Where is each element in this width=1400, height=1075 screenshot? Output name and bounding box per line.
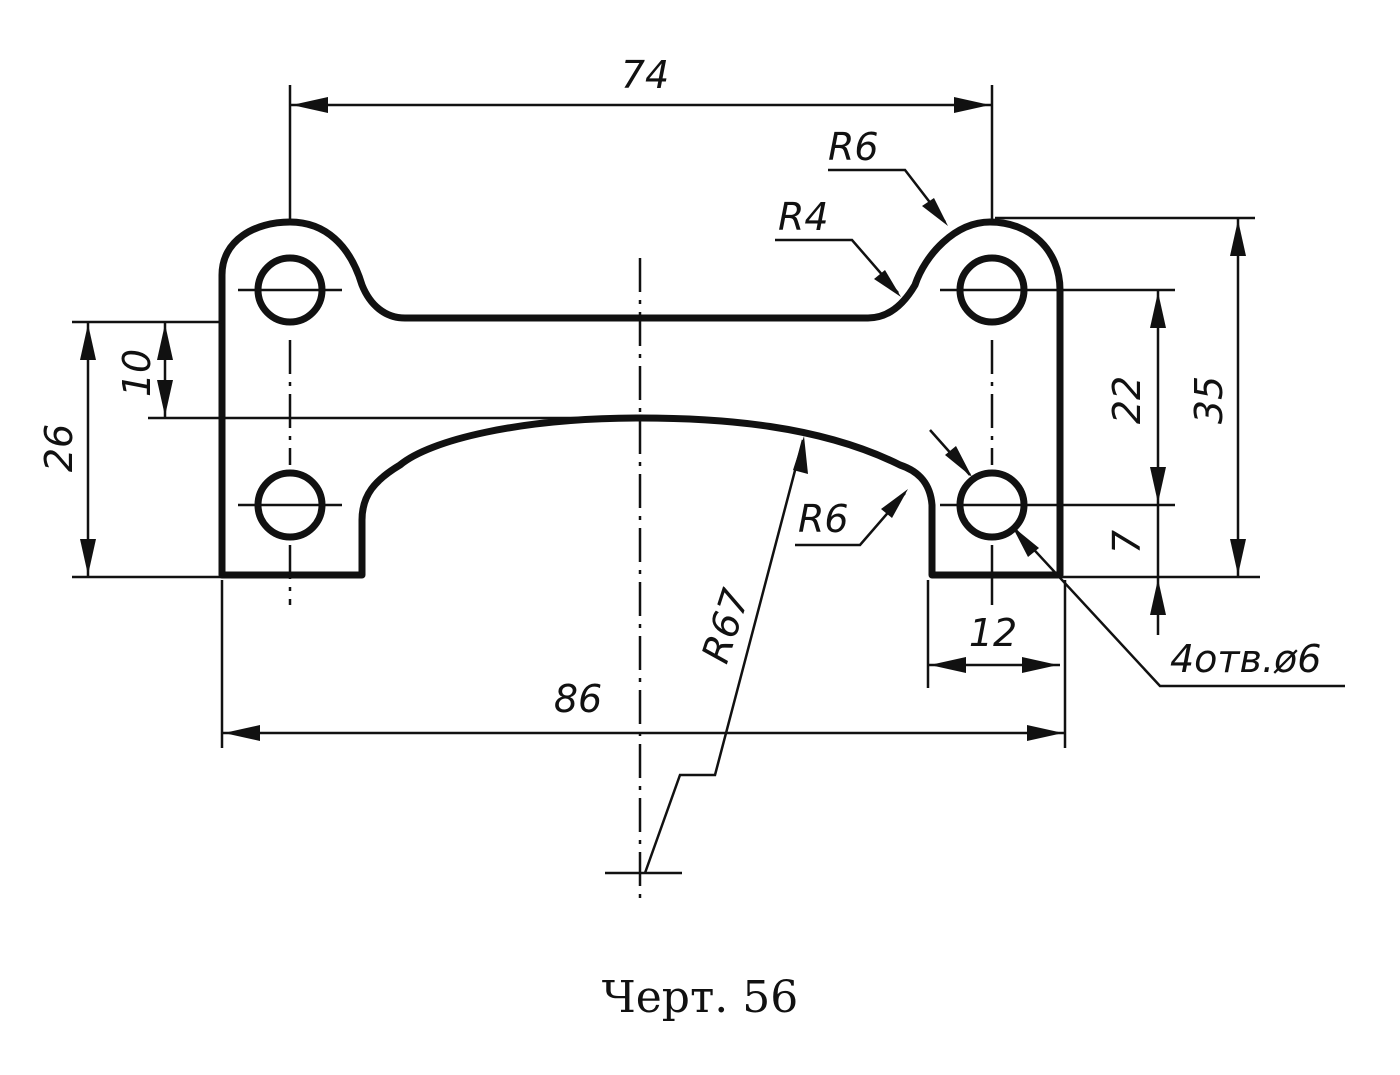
extension-lines	[72, 85, 1260, 748]
dim-foot-width: 12	[969, 611, 1017, 655]
dim-right-holes-spacing: 22	[1105, 376, 1149, 424]
part-outline	[218, 218, 1064, 579]
center-lines	[238, 258, 1048, 905]
dim-holes-note: 4отв.ø6	[1170, 637, 1321, 681]
figure-caption: Черт. 56	[602, 972, 799, 1023]
dim-left-offset: 10	[115, 349, 159, 397]
dim-radius-bottom: R6	[798, 497, 849, 541]
dim-left-height: 26	[37, 424, 81, 472]
dim-radius-neck: R4	[778, 195, 829, 239]
dim-right-height: 35	[1187, 376, 1231, 424]
dim-radius-top-lobe: R6	[828, 125, 879, 169]
dim-bottom-width: 86	[554, 677, 602, 721]
dim-right-bottom-offset: 7	[1105, 530, 1149, 554]
dimension-lines	[80, 97, 1246, 741]
dim-top-width: 74	[621, 53, 669, 97]
dim-radius-arc: R67	[693, 584, 758, 669]
leader-lines	[643, 168, 1345, 874]
